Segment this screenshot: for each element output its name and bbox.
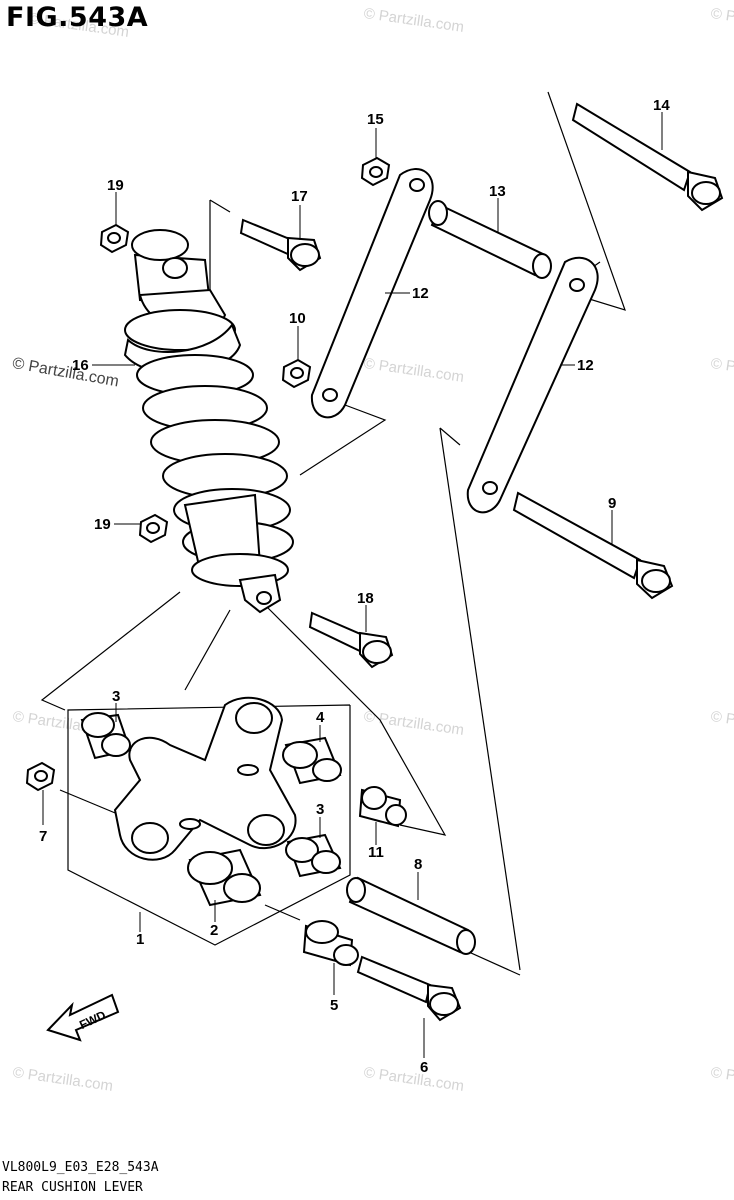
callout-12: 12 xyxy=(577,357,594,374)
nut-10 xyxy=(281,358,312,389)
callout-15: 15 xyxy=(367,111,384,128)
callout-3: 3 xyxy=(112,688,120,705)
leader-lines xyxy=(42,112,663,1058)
callouts: 15 14 19 17 13 12 10 12 16 19 9 18 3 4 3… xyxy=(39,97,670,1076)
callout-12: 12 xyxy=(412,285,429,302)
callout-10: 10 xyxy=(289,310,306,327)
tie-rod-12-lower xyxy=(466,256,599,514)
bearing-2 xyxy=(187,848,262,907)
callout-19: 19 xyxy=(94,516,111,533)
callout-7: 7 xyxy=(39,828,47,845)
callout-3: 3 xyxy=(316,801,324,818)
figure-caption: REAR CUSHION LEVER xyxy=(2,1180,143,1195)
nut-15 xyxy=(360,156,391,187)
sleeve-13 xyxy=(428,200,552,279)
callout-6: 6 xyxy=(420,1059,428,1076)
sleeve-5 xyxy=(302,920,359,967)
callout-5: 5 xyxy=(330,997,338,1014)
bearing-3-right xyxy=(285,833,342,878)
callout-4: 4 xyxy=(316,709,325,726)
callout-9: 9 xyxy=(608,495,616,512)
callout-14: 14 xyxy=(653,97,670,114)
callout-2: 2 xyxy=(210,922,218,939)
assembly-lines xyxy=(40,91,626,976)
figure-title: FIG.543A xyxy=(6,2,149,33)
bolt-17 xyxy=(239,218,322,272)
bearing-4 xyxy=(282,736,342,785)
shock-absorber xyxy=(123,229,294,614)
nut-19-lower xyxy=(138,513,169,544)
fwd-arrow-icon: FWD xyxy=(46,993,120,1042)
callout-8: 8 xyxy=(414,856,422,873)
callout-16: 16 xyxy=(72,357,89,374)
bearing-3-left xyxy=(80,712,132,760)
figure-code: VL800L9_E03_E28_543A xyxy=(2,1160,159,1175)
callout-13: 13 xyxy=(489,183,506,200)
bolt-18 xyxy=(308,611,394,669)
nut-19-upper xyxy=(99,223,130,254)
sleeve-11 xyxy=(358,786,407,828)
callout-18: 18 xyxy=(357,590,374,607)
bolt-9 xyxy=(512,491,674,600)
bolt-6 xyxy=(356,955,462,1022)
bolt-14 xyxy=(571,102,724,212)
callout-17: 17 xyxy=(291,188,308,205)
tie-rod-12-upper xyxy=(310,168,434,419)
sleeve-8 xyxy=(346,876,476,955)
callout-11: 11 xyxy=(368,844,384,861)
callout-19: 19 xyxy=(107,177,124,194)
callout-1: 1 xyxy=(136,931,144,948)
cushion-lever xyxy=(113,696,297,861)
nut-7 xyxy=(25,761,56,792)
